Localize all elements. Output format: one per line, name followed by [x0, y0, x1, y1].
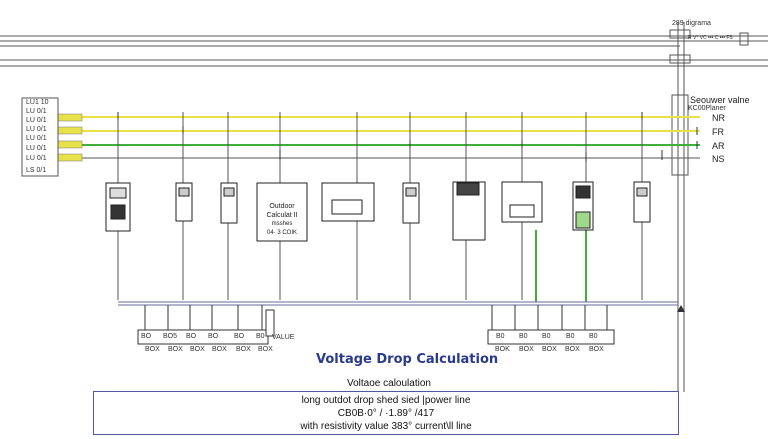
center-panel-line-1: Outdoor [269, 203, 295, 210]
device-panel-7 [452, 181, 486, 241]
phase-bus-lines [58, 116, 700, 159]
left-label: LU1 10 [26, 99, 49, 106]
device-breaker-3 [220, 182, 238, 224]
left-label: LU 0/1 [26, 155, 47, 162]
header-sub-label: R V° VC ••• C ••• FS [688, 35, 733, 41]
fuse-code: BOX [236, 346, 251, 353]
drop-wires [117, 112, 643, 300]
left-connectors [21, 97, 83, 177]
fuse-tag: B0 [519, 333, 528, 340]
legend-phase-nr: NR [712, 113, 725, 123]
fuse-tag: B0 [589, 333, 598, 340]
legend-title: Seouwer valne [690, 95, 750, 105]
header-title: 289 digrama [672, 20, 711, 27]
calc-line-3: with resistivity value 383° current\ll l… [300, 421, 472, 432]
device-meter-1 [105, 182, 131, 232]
device-breaker-6 [402, 182, 420, 224]
bottom-right-fuses [487, 305, 615, 345]
fuse-code: BOX [145, 346, 160, 353]
calc-heading: Voltaoe caloulation [347, 378, 431, 389]
top-bus-lines [0, 35, 768, 67]
fuse-tag: BO [208, 333, 219, 340]
fuse-tag: B0 [256, 333, 265, 340]
fuse-tag: B0 [566, 333, 575, 340]
left-label: LU 0/1 [26, 135, 47, 142]
device-breaker-10 [633, 181, 651, 223]
collector-bus [118, 301, 678, 306]
left-label: LU 0/1 [26, 108, 47, 115]
bottom-left-fuses [137, 305, 275, 345]
diagram-title: Voltage Drop Calculation [316, 352, 499, 367]
left-label: LU 0/1 [26, 126, 47, 133]
calc-box: long outdot drop shed sied |power line C… [93, 391, 679, 435]
fuse-code: BOX [212, 346, 227, 353]
device-panel-8 [501, 181, 543, 223]
legend-phase-ns: NS [712, 154, 725, 164]
green-drop-wires [535, 230, 587, 302]
center-panel-line-4: 04· 3 COIK [266, 230, 297, 236]
fuse-code: BOX [542, 346, 557, 353]
legend-phase-fr: FR [712, 127, 724, 137]
left-label: LU 0/1 [26, 145, 47, 152]
calc-line-1: long outdot drop shed sied |power line [301, 395, 471, 406]
device-meter-9 [572, 181, 594, 231]
fuse-tag: B0 [496, 333, 505, 340]
fuse-tag: BO [234, 333, 245, 340]
fuse-code: BOX [258, 346, 273, 353]
right-frame [669, 22, 749, 392]
fuse-code: BOX [565, 346, 580, 353]
device-breaker-2 [175, 182, 193, 222]
right-frame-arrow [677, 305, 685, 312]
calc-line-2: CB0B·0° / ·1.89° /417 [337, 408, 435, 419]
fuse-code: BOK [495, 346, 510, 353]
junction-marks [117, 112, 698, 162]
fuse-tag: BO5 [163, 333, 178, 340]
fuse-code: BOX [519, 346, 534, 353]
legend-phase-ar: AR [712, 141, 725, 151]
fuse-tag: BO [186, 333, 197, 340]
left-label: LS 0/1 [26, 167, 47, 174]
fuse-tag: BO [141, 333, 152, 340]
device-center-panel [256, 182, 308, 242]
device-panel-5 [321, 182, 375, 222]
fuse-code: BOX [589, 346, 604, 353]
fuse-code: BOX [190, 346, 205, 353]
center-panel-line-3: msshes [271, 221, 293, 227]
center-panel-line-2: Calculat II [266, 212, 298, 219]
fuse-value-label: VALUE [272, 334, 295, 341]
fuse-code: BOX [168, 346, 183, 353]
legend-subtitle: KC00Planer [688, 105, 726, 112]
fuse-tag: B0 [542, 333, 551, 340]
left-label: LU 0/1 [26, 117, 47, 124]
